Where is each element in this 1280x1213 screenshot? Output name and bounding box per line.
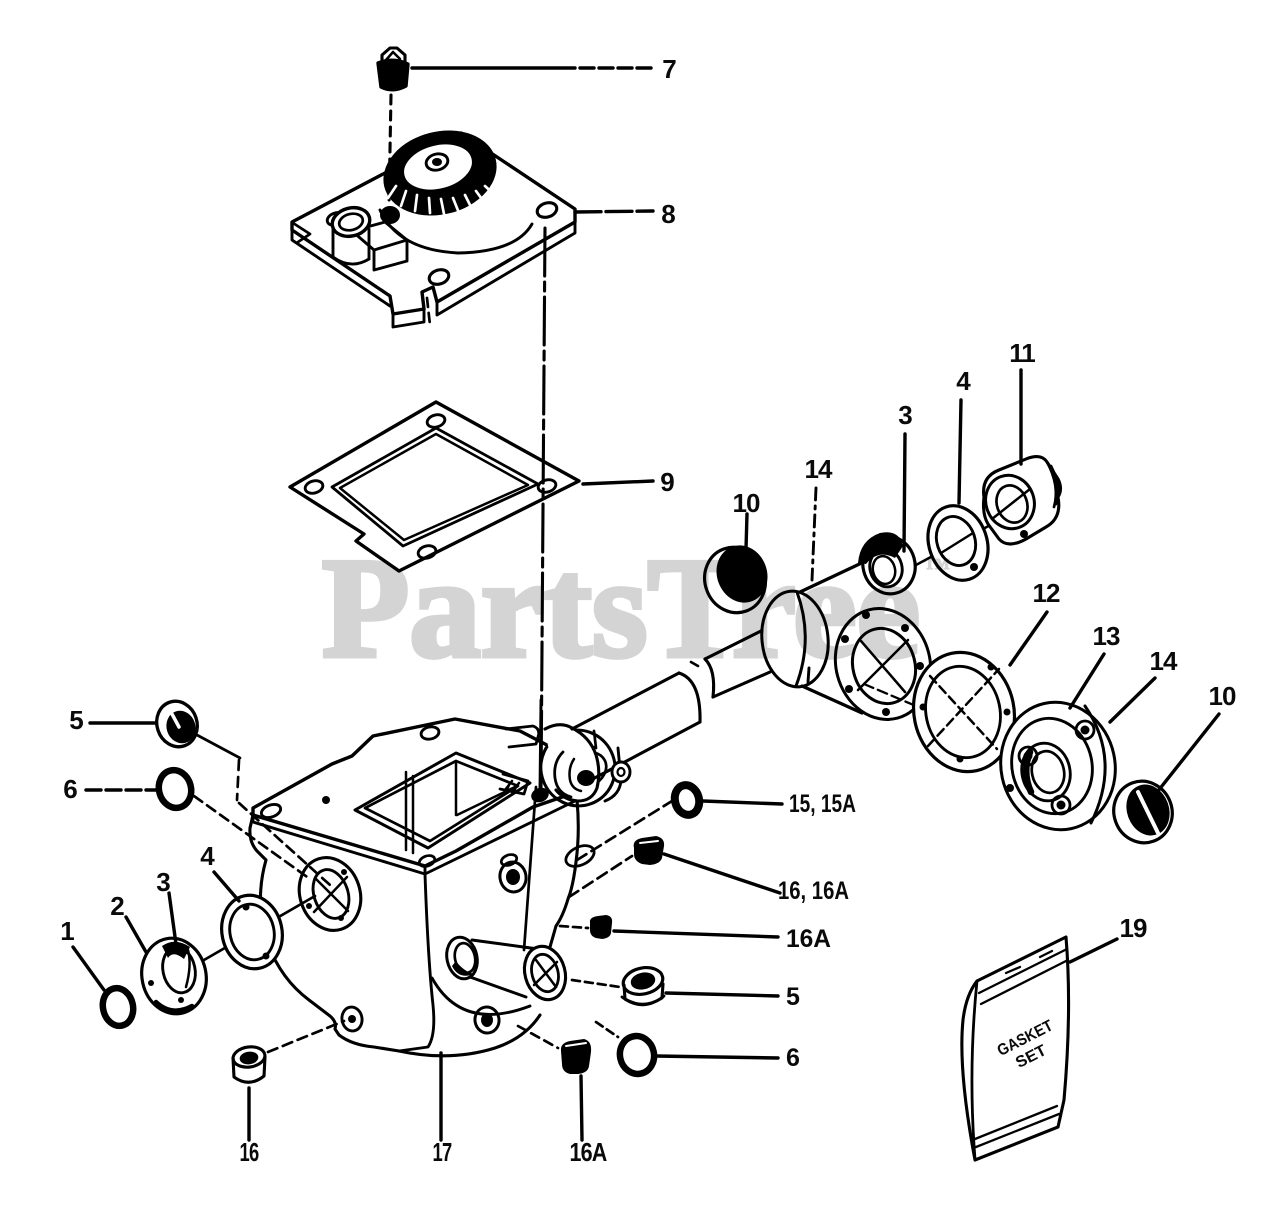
svg-text:17: 17 <box>433 1137 452 1167</box>
svg-text:15, 15A: 15, 15A <box>789 790 856 818</box>
svg-text:12: 12 <box>1033 578 1060 608</box>
svg-text:10: 10 <box>1209 681 1236 711</box>
svg-text:14: 14 <box>805 454 833 484</box>
svg-text:11: 11 <box>1009 338 1035 368</box>
svg-text:14: 14 <box>1150 646 1178 676</box>
svg-text:3: 3 <box>156 867 170 897</box>
svg-text:7: 7 <box>662 54 676 84</box>
svg-text:1: 1 <box>60 916 74 946</box>
svg-text:6: 6 <box>63 774 77 804</box>
svg-text:3: 3 <box>898 400 912 430</box>
svg-text:2: 2 <box>110 891 124 921</box>
svg-text:16A: 16A <box>570 1137 608 1167</box>
svg-text:16, 16A: 16, 16A <box>778 877 849 905</box>
svg-text:13: 13 <box>1093 621 1120 651</box>
svg-text:16A: 16A <box>786 925 831 953</box>
svg-text:4: 4 <box>956 366 971 396</box>
svg-text:19: 19 <box>1120 913 1147 943</box>
svg-text:16: 16 <box>240 1137 259 1167</box>
svg-text:5: 5 <box>786 983 800 1011</box>
svg-text:8: 8 <box>661 199 675 229</box>
svg-text:6: 6 <box>786 1044 800 1072</box>
svg-text:10: 10 <box>733 488 760 518</box>
svg-text:™: ™ <box>924 553 950 582</box>
svg-text:9: 9 <box>660 467 674 497</box>
svg-text:PartsTree: PartsTree <box>322 529 920 687</box>
svg-text:5: 5 <box>69 705 83 735</box>
svg-text:4: 4 <box>200 841 215 871</box>
